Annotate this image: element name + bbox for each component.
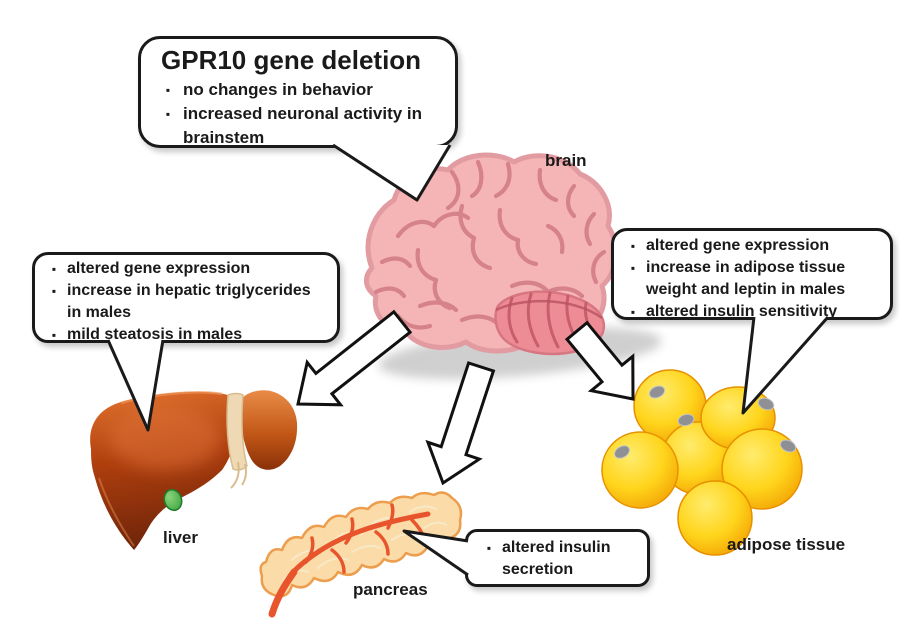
bullet-square-icon: ▪: [165, 107, 171, 121]
bullet-square-icon: ▪: [51, 284, 57, 298]
adipose-illustration: [601, 369, 803, 556]
brain-label: brain: [545, 151, 587, 170]
bullet-square-icon: ▪: [630, 305, 636, 319]
bullet-item: ▪ altered gene expression: [620, 235, 884, 257]
bullet-item: ▪ increased neuronal activity in brainste…: [153, 102, 447, 150]
arrow-to-liver: [296, 309, 413, 407]
callout-title: GPR10 gene deletion: [161, 45, 422, 75]
bullet-item: ▪ mild steatosis in males: [41, 324, 333, 346]
bullet-square-icon: ▪: [630, 239, 636, 253]
bullet-square-icon: ▪: [165, 83, 171, 97]
bullet-text: no changes in behavior: [183, 80, 373, 99]
pancreas-callout-box: ▪ altered insulin secretion: [465, 529, 650, 587]
liver-bullet-list: ▪ altered gene expression ▪ increase in hep…: [41, 258, 333, 346]
bullet-square-icon: ▪: [486, 541, 492, 555]
bullet-item: ▪ increase in adipose tissue weight and l…: [620, 257, 884, 301]
pancreas-bullet-list: ▪ altered insulin secretion: [476, 537, 643, 581]
pancreas-illustration: [259, 491, 463, 618]
bullet-item: ▪ altered insulin secretion: [476, 537, 643, 581]
brain-bullet-list: ▪ no changes in behavior ▪ increased neuron…: [153, 78, 447, 150]
bullet-text: increase in adipose tissue weight and le…: [646, 259, 846, 298]
bullet-square-icon: ▪: [51, 262, 57, 276]
arrow-to-adipose: [564, 320, 635, 401]
bullet-text: increased neuronal activity in brainstem: [183, 104, 423, 147]
bullet-item: ▪ no changes in behavior: [153, 78, 447, 102]
bullet-square-icon: ▪: [51, 328, 57, 342]
bullet-text: altered gene expression: [646, 237, 830, 254]
adipose-bullet-list: ▪ altered gene expression ▪ increase in adi…: [620, 235, 884, 323]
bullet-item: ▪ increase in hepatic triglycerides in ma…: [41, 280, 333, 324]
gpr10-callout-box: GPR10 gene deletion ▪ no changes in behav…: [138, 36, 458, 148]
liver-callout-box: ▪ altered gene expression ▪ increase in hep…: [32, 252, 340, 343]
gallbladder: [163, 488, 183, 512]
adipose-callout-box: ▪ altered gene expression ▪ increase in adi…: [611, 228, 893, 320]
bullet-text: altered insulin sensitivity: [646, 303, 838, 320]
falciform-ligament: [226, 392, 248, 489]
bullet-text: altered gene expression: [67, 260, 251, 277]
bullet-text: altered insulin secretion: [502, 539, 611, 578]
bullet-square-icon: ▪: [630, 261, 636, 275]
liver-label: liver: [163, 528, 198, 547]
pancreatic-duct: [268, 503, 431, 618]
bullet-item: ▪ altered insulin sensitivity: [620, 301, 884, 323]
liver-illustration: [90, 390, 298, 550]
adipose-tissue-label: adipose tissue: [727, 535, 846, 554]
bullet-text: mild steatosis in males: [67, 326, 243, 343]
bullet-text: increase in hepatic triglycerides in mal…: [67, 282, 311, 321]
bullet-item: ▪ altered gene expression: [41, 258, 333, 280]
arrow-to-pancreas: [425, 361, 496, 486]
pancreas-label: pancreas: [353, 580, 428, 599]
